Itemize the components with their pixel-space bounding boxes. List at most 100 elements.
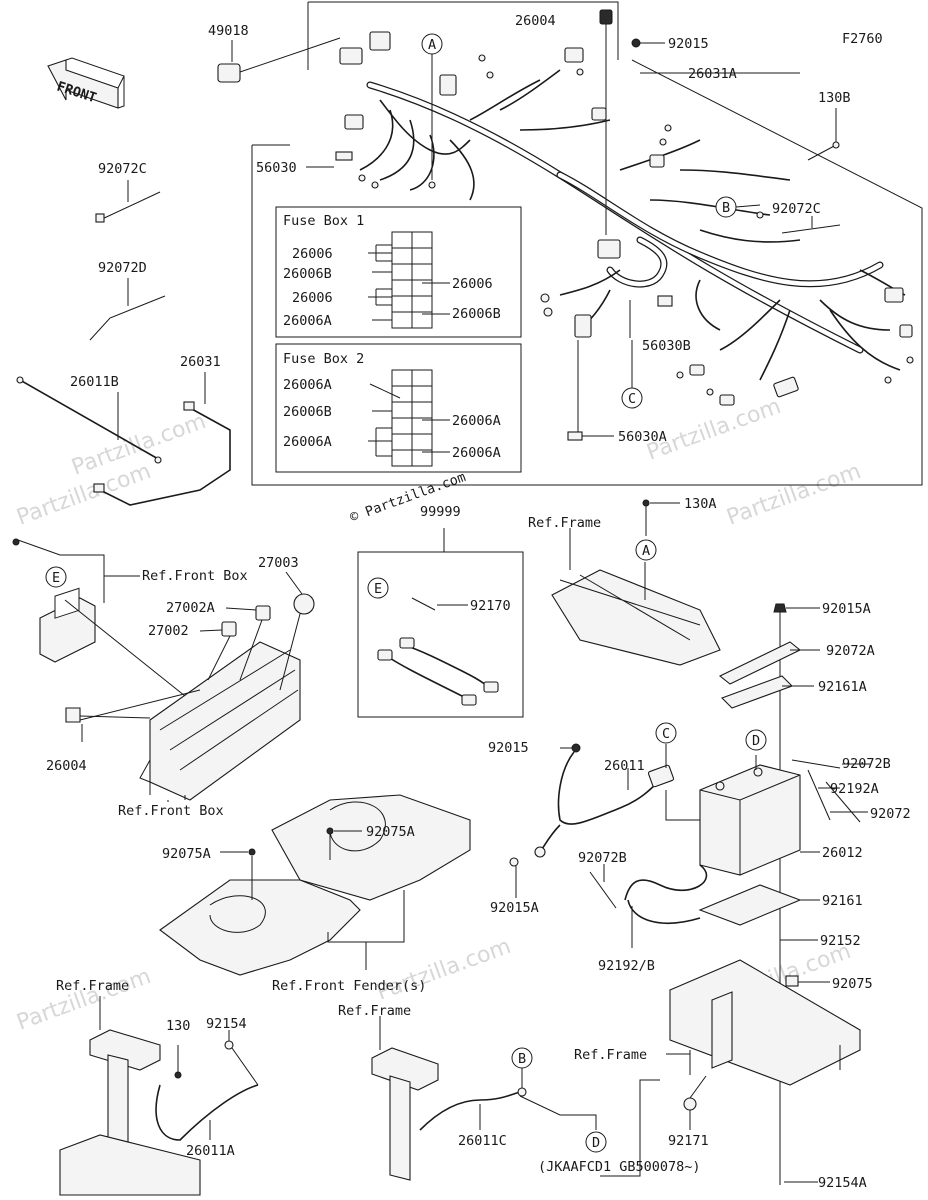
part-label-130: 130 (166, 1018, 190, 1034)
part-label-92015A-mid: 92015A (490, 900, 539, 916)
ref-front-fenders: Ref.Front Fender(s) (272, 978, 426, 994)
callout-e (45, 566, 67, 588)
part-label-27003: 27003 (258, 555, 299, 571)
fuse-box-1-left-label: 26006 (292, 246, 333, 262)
fuse-26004-top (599, 9, 613, 235)
fuse-box-1-left-label: 26006A (283, 313, 332, 329)
part-label-26011: 26011 (604, 758, 645, 774)
watermark: Partzilla.com (14, 964, 155, 1036)
label-56030B (629, 295, 673, 338)
nut-92015-top (631, 38, 641, 48)
battery-group (698, 603, 870, 1180)
callout-a-frame (635, 539, 657, 561)
watermark: Partzilla.com (724, 459, 865, 531)
part-label-92161: 92161 (822, 893, 863, 909)
bolt-130B (807, 108, 840, 161)
fuse-box-2-left-label: 26006B (283, 404, 332, 420)
part-label-26011A: 26011A (186, 1143, 235, 1159)
front-fenders (159, 794, 471, 976)
part-label-26031: 26031 (180, 354, 221, 370)
part-label-92171: 92171 (668, 1133, 709, 1149)
front-arrow-icon (47, 57, 125, 109)
cable-26031 (93, 372, 231, 506)
part-label-49018: 49018 (208, 23, 249, 39)
fuse-box-2-title: Fuse Box 2 (283, 351, 364, 367)
callout-d-battery (745, 729, 767, 751)
label-56030 (306, 151, 353, 168)
main-harness (339, 31, 914, 406)
part-label-92015-top: 92015 (668, 36, 709, 52)
tie-92072C-left (95, 180, 161, 223)
tie-92072C-right (781, 216, 841, 234)
part-label-130B: 130B (818, 90, 851, 106)
part-label-27002: 27002 (148, 623, 189, 639)
watermark: Partzilla.com (374, 934, 515, 1006)
ref-frame-right: Ref.Frame (574, 1047, 647, 1063)
ref-frame-left: Ref.Frame (56, 978, 129, 994)
part-label-92072A: 92072A (826, 643, 875, 659)
harness-boundary (251, 1, 923, 486)
part-label-56030: 56030 (256, 160, 297, 176)
part-label-92161A: 92161A (818, 679, 867, 695)
callout-b-frame (511, 1047, 533, 1069)
part-label-92170: 92170 (470, 598, 511, 614)
part-label-92075A-left: 92075A (162, 846, 211, 862)
part-label-92072C-left: 92072C (98, 161, 147, 177)
part-label-92154A: 92154A (818, 1175, 867, 1191)
callout-d-frame-label: D (592, 1135, 600, 1151)
fuse-box-1 (275, 206, 522, 338)
connector-49018 (217, 37, 341, 83)
part-label-92015A-right: 92015A (822, 601, 871, 617)
part-label-92154: 92154 (206, 1016, 247, 1032)
ref-front-box-bottom: Ref.Front Box (118, 803, 224, 819)
clip-92075 (785, 975, 830, 987)
part-label-26011C: 26011C (458, 1133, 507, 1149)
fuse-box-2-right-label: 26006A (452, 445, 501, 461)
part-label-27002A: 27002A (166, 600, 215, 616)
part-label-26004-top: 26004 (515, 13, 556, 29)
callout-c-cable-label: C (662, 726, 670, 742)
callout-a-frame-label: A (642, 543, 650, 559)
part-label-92075: 92075 (832, 976, 873, 992)
cable-26011B (16, 376, 162, 464)
part-label-92072D: 92072D (98, 260, 147, 276)
front-box-group (12, 538, 315, 801)
ref-front-box-top: Ref.Front Box (142, 568, 248, 584)
tie-92072D (89, 278, 166, 341)
ref-frame-top: Ref.Frame (528, 515, 601, 531)
callout-c-label: C (628, 391, 636, 407)
part-label-92072C-right: 92072C (772, 201, 821, 217)
part-label-92192B: 92192/B (598, 958, 655, 974)
part-label-130A: 130A (684, 496, 717, 512)
part-label-92015-mid: 92015 (488, 740, 529, 756)
tie-92072B-mid (589, 864, 708, 948)
part-label-99999: 99999 (420, 504, 461, 520)
callout-e-kit (367, 577, 389, 599)
callout-c-cable (655, 722, 677, 744)
diagram-code: F2760 (842, 31, 883, 47)
part-label-92072B-right: 92072B (842, 756, 891, 772)
part-label-92075A-top: 92075A (366, 824, 415, 840)
callout-a-label: A (428, 37, 436, 53)
fuse-box-1-right-label: 26006B (452, 306, 501, 322)
fuse-box-2-right-label: 26006A (452, 413, 501, 429)
fuse-box-1-left-label: 26006B (283, 266, 332, 282)
callout-b-label: B (722, 200, 730, 216)
cable-26011 (509, 743, 700, 898)
frame-right (600, 959, 861, 1185)
part-label-56030B: 56030B (642, 338, 691, 354)
frame-top (551, 499, 721, 666)
callout-d-battery-label: D (752, 733, 760, 749)
fuse-box-2-left-label: 26006A (283, 377, 332, 393)
callout-b-frame-label: B (518, 1051, 526, 1067)
frame-left (59, 996, 259, 1196)
fuse-box-1-left-label: 26006 (292, 290, 333, 306)
part-label-92152: 92152 (820, 933, 861, 949)
part-label-92192A: 92192A (830, 781, 879, 797)
part-label-92072B-mid: 92072B (578, 850, 627, 866)
serial-note: (JKAAFCD1 GB500078~) (538, 1159, 701, 1175)
label-56030A (567, 340, 614, 441)
callout-e-kit-label: E (374, 581, 382, 597)
callout-d-frame (585, 1131, 607, 1153)
